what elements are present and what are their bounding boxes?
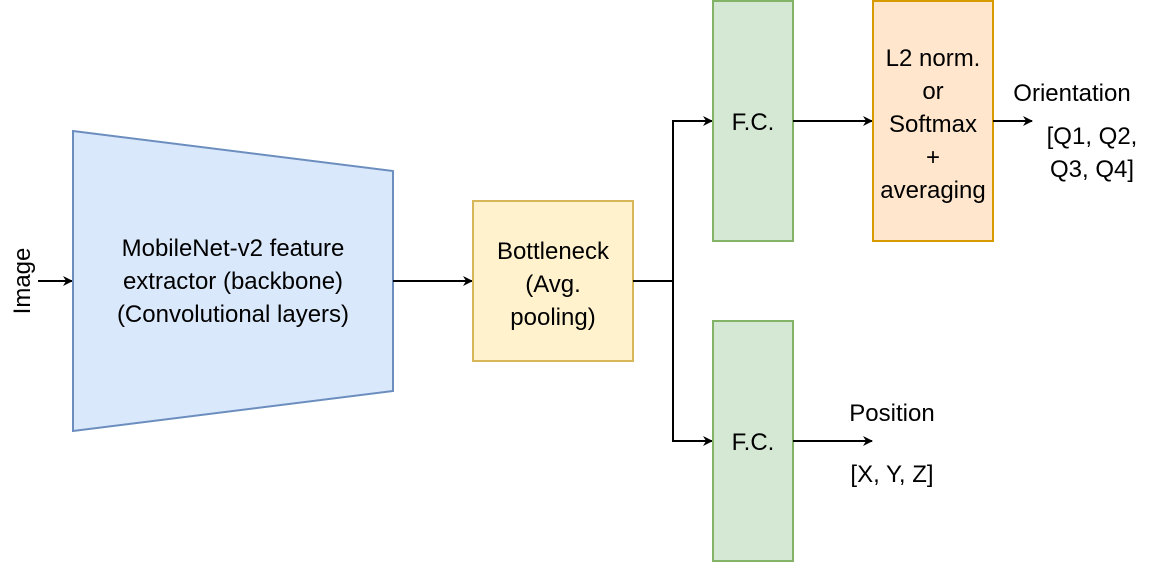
backbone-label-line3: (Convolutional layers) bbox=[117, 301, 349, 328]
fc-top-node: F.C. bbox=[712, 0, 794, 242]
edge-bottleneck-to-fc-top bbox=[633, 116, 713, 282]
bottleneck-label-line3: pooling) bbox=[510, 304, 595, 331]
fc-bottom-shape bbox=[712, 320, 794, 562]
backbone-label-line1: MobileNet-v2 feature bbox=[122, 235, 345, 262]
bottleneck-shape bbox=[472, 200, 634, 362]
bottleneck-node: Bottleneck (Avg. pooling) bbox=[472, 200, 634, 362]
normalization-label-line3: Softmax bbox=[889, 111, 977, 138]
normalization-label-line4: + bbox=[926, 144, 940, 171]
normalization-shape bbox=[872, 0, 994, 242]
fc-top-label: F.C. bbox=[732, 109, 775, 136]
normalization-node: L2 norm. or Softmax + averaging bbox=[872, 0, 994, 242]
normalization-label-line2: or bbox=[922, 78, 943, 105]
orientation-output: Orientation [Q1, Q2, Q3, Q4] bbox=[1013, 80, 1137, 183]
orientation-title: Orientation bbox=[1013, 80, 1130, 107]
fc-bottom-node: F.C. bbox=[712, 320, 794, 562]
image-input-label: Image bbox=[9, 248, 36, 315]
edge-bottleneck-to-fc-bottom bbox=[672, 281, 713, 446]
backbone-label-line2: extractor (backbone) bbox=[123, 268, 343, 295]
normalization-label-line5: averaging bbox=[880, 177, 985, 204]
bottleneck-label-line2: (Avg. bbox=[525, 271, 581, 298]
position-title: Position bbox=[849, 400, 934, 427]
bottleneck-label-line1: Bottleneck bbox=[497, 238, 610, 265]
backbone-node: MobileNet-v2 feature extractor (backbone… bbox=[72, 129, 394, 433]
orientation-values-line1: [Q1, Q2, bbox=[1047, 123, 1138, 150]
position-output: Position [X, Y, Z] bbox=[849, 400, 934, 488]
position-values: [X, Y, Z] bbox=[850, 461, 933, 488]
fc-bottom-label: F.C. bbox=[732, 429, 775, 456]
orientation-values-line2: Q3, Q4] bbox=[1050, 156, 1134, 183]
normalization-label-line1: L2 norm. bbox=[886, 45, 981, 72]
backbone-shape bbox=[72, 129, 394, 433]
